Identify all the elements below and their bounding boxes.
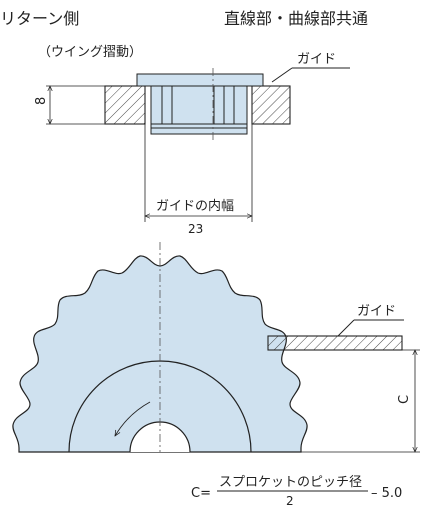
heading-common: 直線部・曲線部共通 <box>224 9 368 28</box>
c-dim-label: C <box>397 395 412 404</box>
wing-slide-note: （ウイング摺動） <box>38 45 142 60</box>
guide-block-left <box>104 85 146 125</box>
formula-suffix: – 5.0 <box>371 486 402 501</box>
guide-plate <box>267 335 403 351</box>
formula-lhs: C= <box>191 486 211 501</box>
guide-label-bottom: ガイド <box>357 304 396 319</box>
rotation-arrow <box>115 401 151 436</box>
formula-denominator: 2 <box>286 494 294 508</box>
chain-cross-section <box>136 73 264 135</box>
inner-width-label: ガイドの内幅 <box>156 198 234 214</box>
guide-label-top: ガイド <box>297 52 336 67</box>
guide-block-right <box>251 85 291 125</box>
height-dim-value: 8 <box>34 97 49 105</box>
guide-leader-bottom <box>337 319 355 337</box>
inner-width-value: 23 <box>188 222 203 236</box>
guide-leader-top <box>271 67 293 83</box>
formula-numerator: スプロケットのピッチ径 <box>219 475 362 490</box>
heading-return-side: リターン側 <box>0 9 79 28</box>
